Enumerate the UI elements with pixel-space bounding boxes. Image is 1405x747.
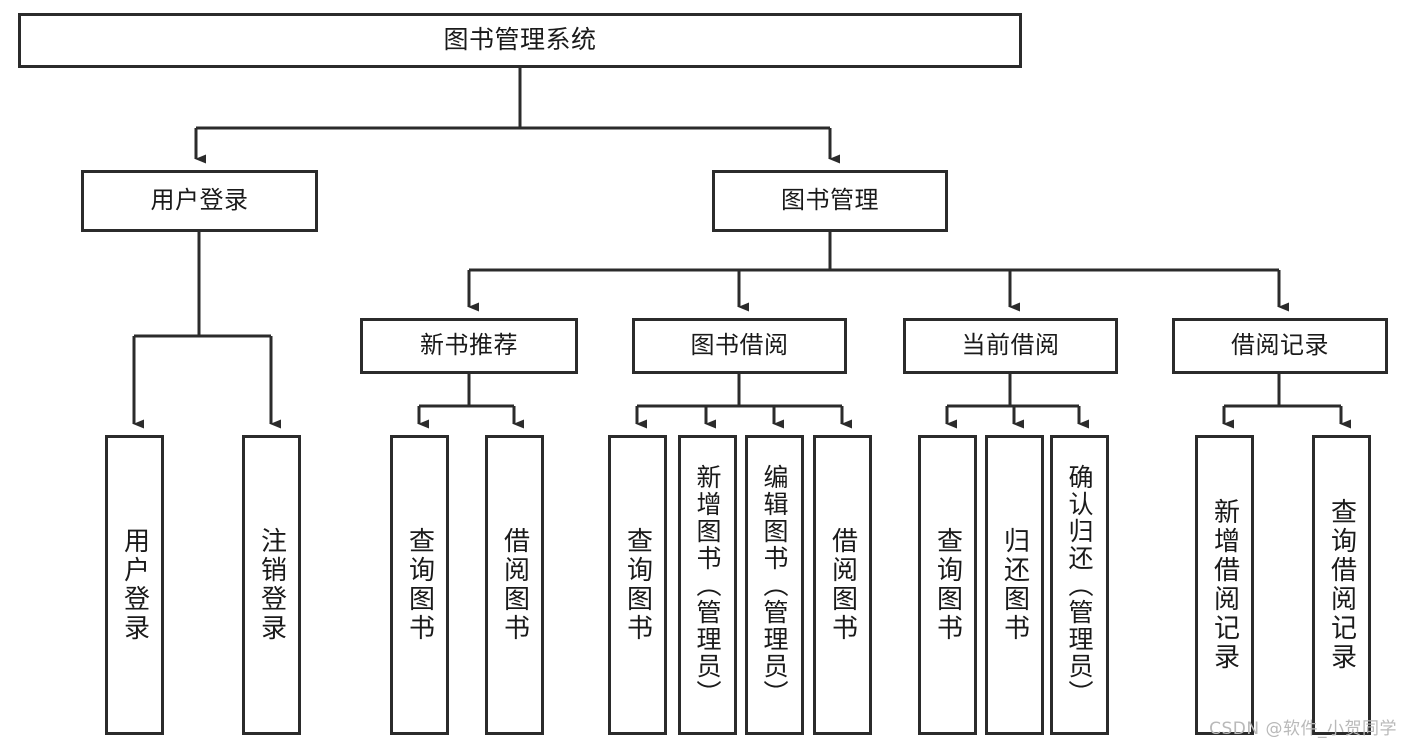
node-user-login[interactable]: 用户登录 <box>81 170 318 232</box>
leaf-borrowrecord-add-record-label: 新增借阅记录 <box>1209 498 1240 672</box>
node-book-management[interactable]: 图书管理 <box>712 170 948 232</box>
node-borrow-record-label: 借阅记录 <box>1231 331 1329 360</box>
leaf-bookborrow-edit-book-label: 编辑图书（管理员） <box>760 463 789 707</box>
leaf-bookborrow-edit-book[interactable]: 编辑图书（管理员） <box>745 435 804 735</box>
leaf-bookborrow-borrow-book[interactable]: 借阅图书 <box>813 435 872 735</box>
node-current-borrow-label: 当前借阅 <box>961 331 1060 360</box>
leaf-user-login-label: 用户登录 <box>119 527 150 643</box>
leaf-newbook-borrow-book[interactable]: 借阅图书 <box>485 435 544 735</box>
leaf-currentborrow-confirm-return-label: 确认归还（管理员） <box>1065 463 1094 707</box>
leaf-logout[interactable]: 注销登录 <box>242 435 301 735</box>
leaf-newbook-query-book[interactable]: 查询图书 <box>390 435 449 735</box>
leaf-borrowrecord-query-record[interactable]: 查询借阅记录 <box>1312 435 1371 735</box>
leaf-newbook-query-book-label: 查询图书 <box>404 527 435 643</box>
node-new-book-recommend[interactable]: 新书推荐 <box>360 318 578 374</box>
leaf-currentborrow-return-book-label: 归还图书 <box>999 527 1030 643</box>
leaf-newbook-borrow-book-label: 借阅图书 <box>499 527 530 643</box>
leaf-bookborrow-borrow-book-label: 借阅图书 <box>827 527 858 643</box>
node-book-management-label: 图书管理 <box>781 186 879 215</box>
leaf-currentborrow-query-book-label: 查询图书 <box>932 527 963 643</box>
leaf-currentborrow-confirm-return[interactable]: 确认归还（管理员） <box>1050 435 1109 735</box>
node-current-borrow[interactable]: 当前借阅 <box>903 318 1118 374</box>
node-root-system[interactable]: 图书管理系统 <box>18 13 1022 68</box>
node-book-borrow-label: 图书借阅 <box>690 331 789 360</box>
leaf-bookborrow-add-book-label: 新增图书（管理员） <box>693 463 722 707</box>
node-borrow-record[interactable]: 借阅记录 <box>1172 318 1388 374</box>
leaf-currentborrow-return-book[interactable]: 归还图书 <box>985 435 1044 735</box>
leaf-bookborrow-add-book[interactable]: 新增图书（管理员） <box>678 435 737 735</box>
csdn-watermark: CSDN @软件_小贺同学 <box>1209 719 1397 739</box>
leaf-borrowrecord-query-record-label: 查询借阅记录 <box>1326 498 1357 672</box>
node-root-label: 图书管理系统 <box>443 25 597 55</box>
node-user-login-label: 用户登录 <box>150 186 249 215</box>
leaf-currentborrow-query-book[interactable]: 查询图书 <box>918 435 977 735</box>
node-book-borrow[interactable]: 图书借阅 <box>632 318 847 374</box>
leaf-bookborrow-query-book-label: 查询图书 <box>622 527 653 643</box>
leaf-borrowrecord-add-record[interactable]: 新增借阅记录 <box>1195 435 1254 735</box>
leaf-logout-label: 注销登录 <box>256 527 287 643</box>
leaf-bookborrow-query-book[interactable]: 查询图书 <box>608 435 667 735</box>
node-new-book-recommend-label: 新书推荐 <box>420 331 518 360</box>
leaf-user-login[interactable]: 用户登录 <box>105 435 164 735</box>
